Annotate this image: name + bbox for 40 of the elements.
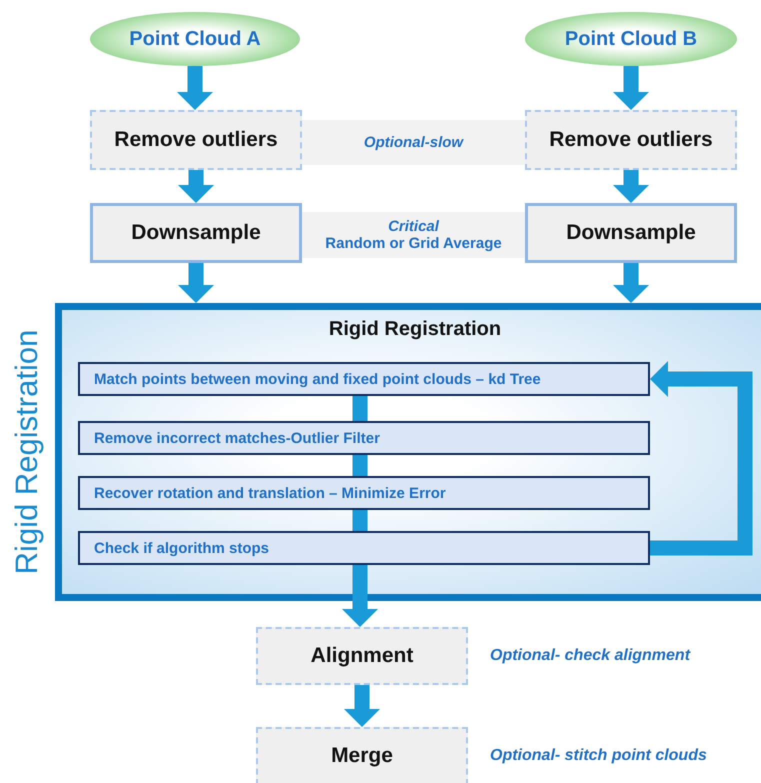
arrow [650, 361, 752, 556]
start-ellipse [525, 12, 737, 66]
box-label: Point Cloud A [129, 28, 261, 50]
optional-step-box [90, 110, 302, 170]
arrow [342, 565, 378, 627]
note-band [302, 212, 525, 258]
optional-step-box [525, 110, 737, 170]
note-band [302, 120, 525, 165]
note-heading: Critical [388, 218, 439, 235]
box-label: Point Cloud B [564, 28, 698, 50]
step-box [78, 476, 650, 510]
box-label: Downsample [131, 221, 261, 245]
arrow [613, 66, 649, 110]
box-label: Check if algorithm stops [94, 540, 270, 556]
box-label: Optional-slow [364, 134, 464, 151]
step-box [78, 531, 650, 565]
box-label: Recover rotation and translation – Minimize Error [94, 484, 446, 502]
step-box [78, 362, 650, 396]
box-label: Remove outliers [114, 128, 278, 152]
start-ellipse [90, 12, 300, 66]
box-label: Match points between moving and fixed point clouds – kd Tree [94, 370, 541, 388]
arrow [613, 263, 649, 303]
arrow [344, 685, 380, 727]
box-label: Remove incorrect matches-Outlier Filter [94, 430, 380, 446]
box-label: Remove outliers [549, 128, 713, 152]
side-title: Rigid Registration [9, 330, 45, 574]
step-box [78, 421, 650, 455]
arrow [613, 170, 649, 203]
side-note: Optional- check alignment [490, 647, 690, 665]
side-note: Optional- stitch point clouds [490, 747, 707, 765]
process-box [90, 203, 302, 263]
process-box [525, 203, 737, 263]
box-label: Random or Grid Average [325, 235, 502, 252]
arrow [178, 263, 214, 303]
box-label: Alignment [310, 644, 414, 668]
arrow [178, 170, 214, 203]
box-label: Downsample [566, 221, 696, 245]
arrow [177, 66, 213, 110]
box-label: Merge [331, 744, 393, 768]
panel-title: Rigid Registration [328, 318, 502, 341]
